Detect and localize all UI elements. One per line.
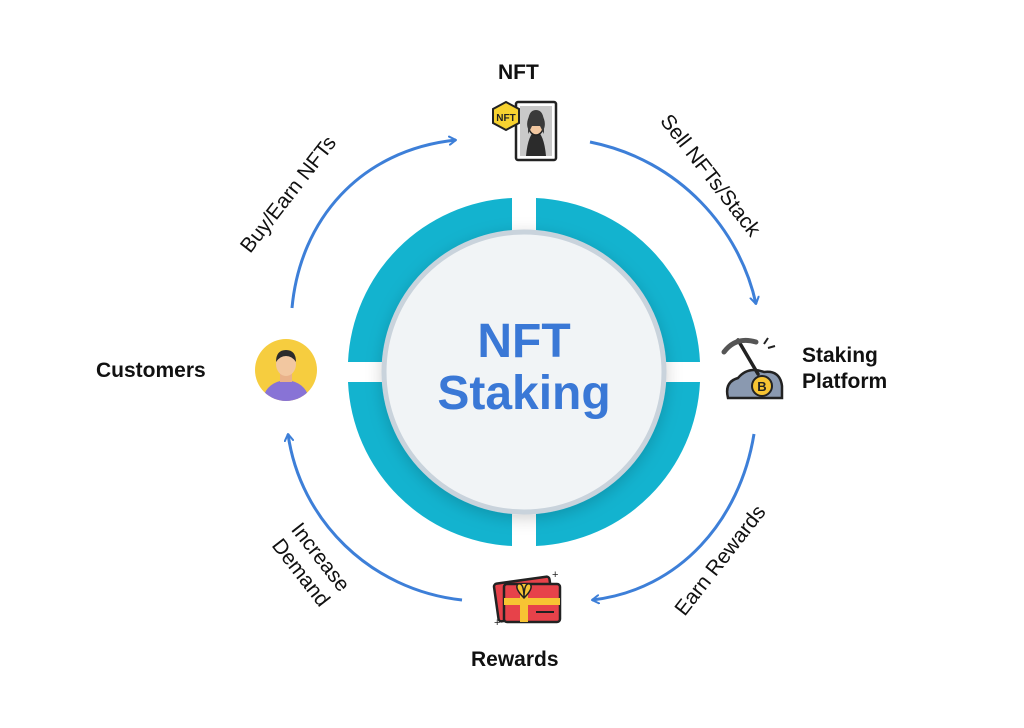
rewards-label: Rewards — [471, 648, 559, 671]
svg-text:+: + — [494, 617, 500, 629]
nft-avatar-icon: NFT — [492, 100, 558, 162]
nft-label: NFT — [498, 61, 539, 84]
gift-card-icon: + + — [492, 569, 562, 629]
center-title-line1: NFT — [477, 315, 571, 368]
arrow-sell-stack — [589, 140, 756, 304]
mining-pickaxe-bitcoin-icon: B — [721, 337, 784, 400]
center-title-line2: Staking — [437, 367, 611, 420]
arrow-increase-demand — [288, 434, 463, 602]
center-title: NFT Staking — [424, 316, 624, 420]
staking-platform-label: Staking Platform — [802, 343, 887, 396]
staking-label-line2: Platform — [802, 370, 888, 394]
arrow-buy-earn — [290, 140, 456, 309]
svg-text:B: B — [757, 379, 766, 394]
customers-label: Customers — [96, 359, 206, 382]
svg-text:NFT: NFT — [496, 113, 515, 124]
staking-label-line1: Staking — [802, 344, 878, 367]
svg-text:+: + — [552, 569, 558, 581]
arrow-earn-rewards — [592, 433, 756, 600]
center-circle — [381, 229, 667, 515]
customer-avatar-icon — [255, 339, 317, 401]
